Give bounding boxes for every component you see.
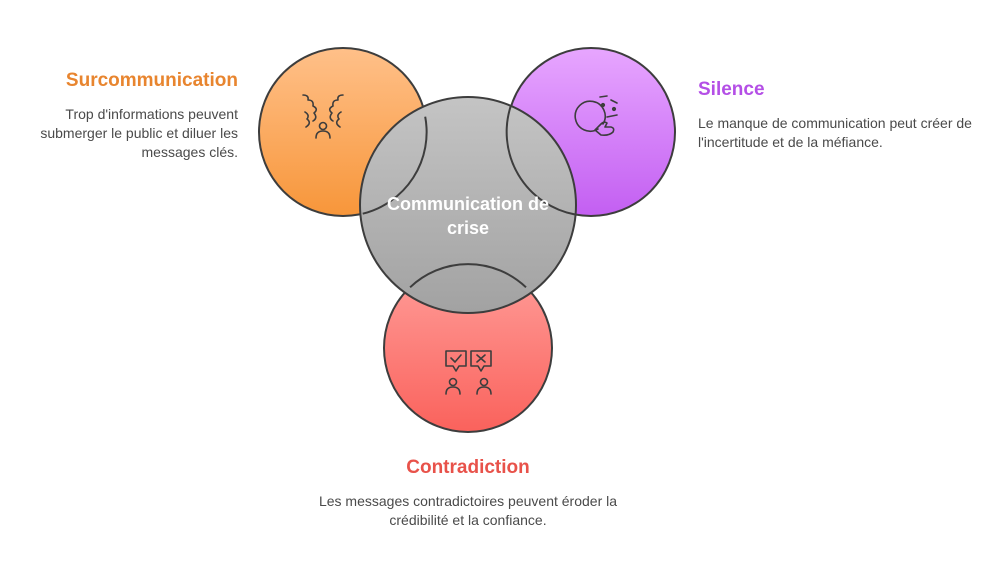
surcommunication-description: Trop d'informations peuvent submerger le… <box>40 106 238 160</box>
contradiction-title: Contradiction <box>406 457 530 478</box>
thinking-face-icon <box>574 95 618 136</box>
silence-title: Silence <box>698 79 765 100</box>
silence-overlap-outline <box>505 105 576 216</box>
silence-description: Le manque de communication peut créer de… <box>698 115 972 150</box>
surcommunication-title: Surcommunication <box>65 70 238 91</box>
center-circle <box>359 96 577 314</box>
overwhelmed-person-icon <box>302 94 344 139</box>
conflicting-messages-icon <box>445 350 492 395</box>
contradiction-overlap-outline <box>409 263 527 289</box>
center-label: Communication de crise <box>386 194 549 238</box>
contradiction-description: Les messages contradictoires peuvent éro… <box>318 493 618 528</box>
surcommunication-overlap-outline <box>362 116 428 215</box>
